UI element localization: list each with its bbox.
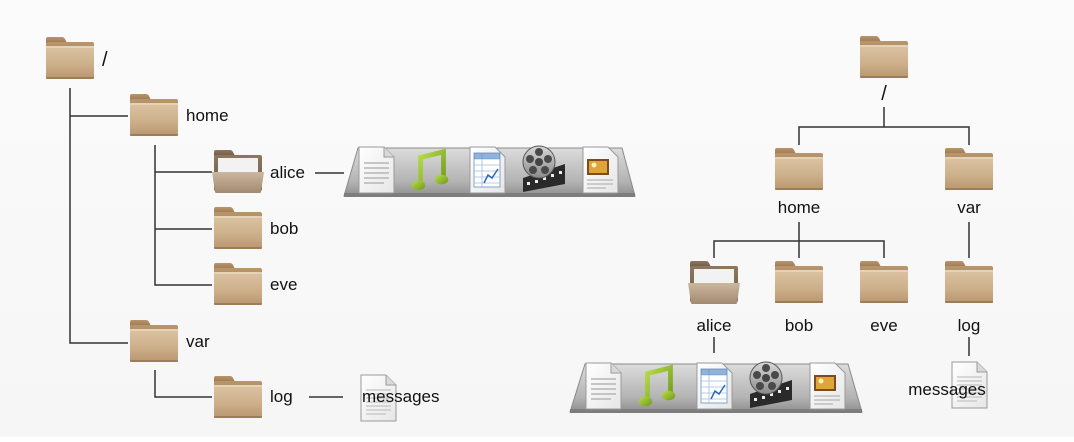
left-log-folder-icon bbox=[214, 376, 262, 418]
left-root-folder-icon bbox=[46, 37, 94, 79]
left-alice-open-folder-icon bbox=[212, 150, 264, 193]
left-tray-edge bbox=[344, 193, 635, 197]
right-alice-files-tray bbox=[569, 361, 863, 413]
right-root-branch-line bbox=[798, 126, 970, 145]
right-var-label: var bbox=[957, 198, 981, 217]
right-root-label: / bbox=[881, 83, 887, 105]
right-eve-label: eve bbox=[870, 316, 898, 335]
right-bob-folder-icon bbox=[775, 261, 823, 303]
left-eve-label: eve bbox=[270, 275, 298, 294]
right-alice-open-folder-icon bbox=[688, 261, 740, 304]
right-tray-edge bbox=[570, 409, 862, 413]
left-home-label: home bbox=[186, 106, 229, 125]
left-eve-folder-icon bbox=[214, 263, 262, 305]
left-root-branch-line bbox=[69, 88, 128, 344]
picture-document-icon bbox=[809, 362, 846, 410]
right-home-label: home bbox=[777, 198, 821, 217]
picture-document-icon bbox=[582, 146, 619, 194]
left-home-branch-line bbox=[154, 145, 212, 286]
right-root-folder-icon bbox=[860, 36, 908, 78]
right-log-folder-icon bbox=[945, 261, 993, 303]
left-var-to-log-line bbox=[154, 370, 212, 398]
left-tree-connectors bbox=[69, 88, 344, 398]
left-log-label: log bbox=[270, 387, 293, 406]
left-home-folder-icon bbox=[130, 94, 178, 136]
left-alice-label: alice bbox=[270, 163, 305, 182]
left-bob-folder-icon bbox=[214, 207, 262, 249]
left-var-folder-icon bbox=[130, 320, 178, 362]
document-icon bbox=[585, 362, 622, 410]
right-bob-label: bob bbox=[784, 316, 814, 335]
right-log-label: log bbox=[957, 316, 981, 335]
document-icon bbox=[358, 146, 395, 194]
left-var-label: var bbox=[186, 332, 210, 351]
spreadsheet-icon bbox=[469, 146, 506, 194]
left-alice-files-tray bbox=[343, 145, 636, 197]
spreadsheet-icon bbox=[696, 362, 733, 410]
right-tree-connectors bbox=[713, 107, 970, 356]
left-bob-label: bob bbox=[270, 219, 299, 238]
left-messages-label: messages bbox=[362, 387, 440, 406]
right-messages-label: messages bbox=[908, 380, 986, 399]
left-root-label: / bbox=[102, 49, 108, 71]
right-var-folder-icon bbox=[945, 148, 993, 190]
right-alice-label: alice bbox=[696, 316, 732, 335]
right-eve-folder-icon bbox=[860, 261, 908, 303]
right-home-folder-icon bbox=[775, 148, 823, 190]
